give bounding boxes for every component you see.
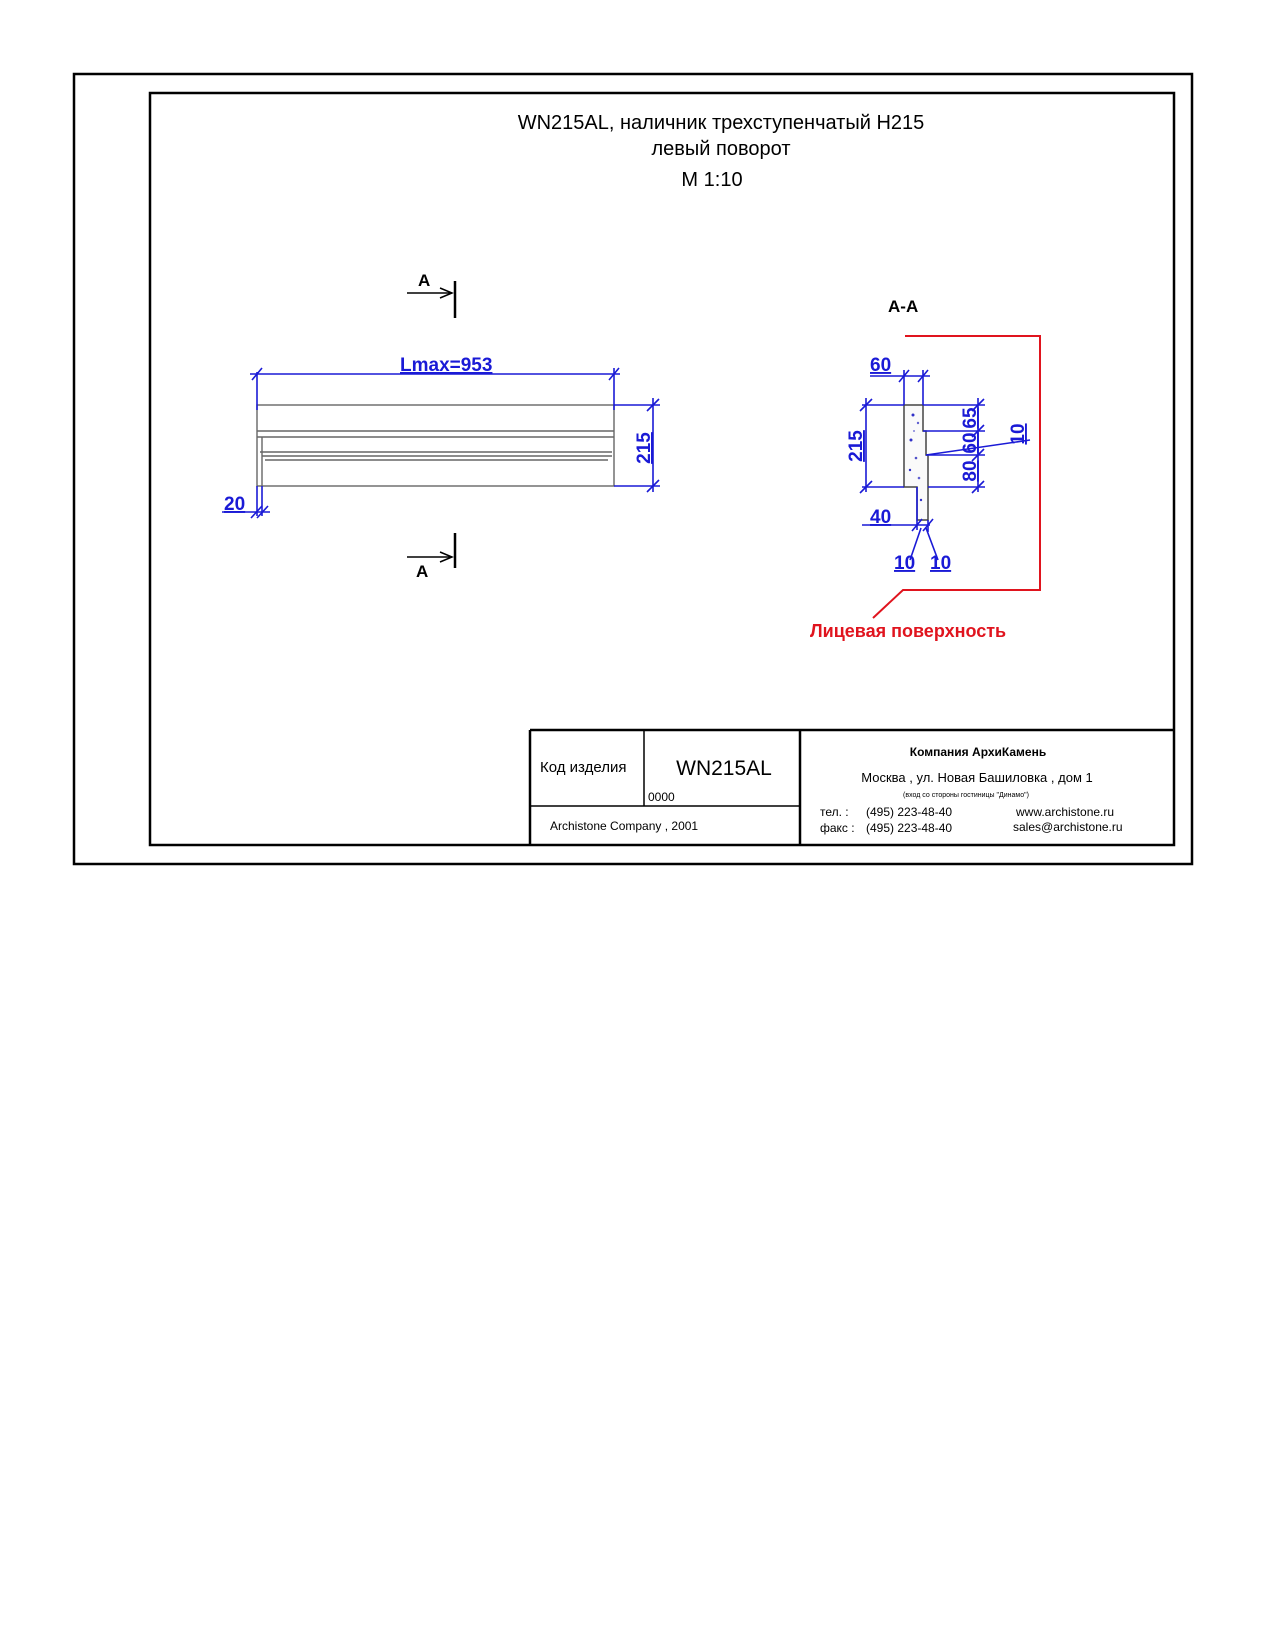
company-name: Компания АрхиКамень [910, 745, 1046, 759]
title-block [528, 728, 1174, 845]
fax-number: (495) 223-48-40 [866, 821, 952, 835]
outer-frame [72, 72, 1194, 866]
inner-frame [148, 91, 1176, 847]
fax-label: факс : [820, 821, 855, 835]
dim-sec-top-width: 60 [870, 355, 891, 376]
website: www.archistone.ru [1015, 805, 1114, 819]
dim-offset-left: 20 [224, 494, 245, 515]
phone-label: тел. : [820, 805, 849, 819]
dim-sec-bottom-10a: 10 [894, 553, 915, 574]
dim-sec-step-60: 60 [960, 432, 981, 453]
dim-sec-step-80: 80 [960, 460, 981, 481]
copyright: Archistone Company , 2001 [550, 819, 698, 833]
face-surface-label: Лицевая поверхность [810, 621, 1006, 641]
section-marker-top-letter: A [418, 271, 430, 290]
drawing-scale: M 1:10 [681, 169, 742, 191]
section-title: A-A [888, 297, 918, 316]
drawing-title-line1: WN215AL, наличник трехступенчатый H215 [518, 112, 925, 134]
email: sales@archistone.ru [1013, 820, 1123, 834]
company-address: Москва , ул. Новая Башиловка , дом 1 [861, 770, 1092, 785]
dim-sec-height: 215 [846, 430, 867, 462]
dim-sec-right-10: 10 [1008, 423, 1029, 444]
section-marker-bottom: A [407, 533, 457, 581]
section-marker-top: A [407, 271, 457, 318]
dim-sec-bottom-10b: 10 [930, 553, 951, 574]
face-surface-marker [872, 335, 1041, 619]
section-profile [903, 404, 929, 521]
front-dimensions [222, 367, 660, 519]
dim-sec-step-65: 65 [960, 407, 981, 429]
phone-number: (495) 223-48-40 [866, 805, 952, 819]
product-code-number: 0000 [648, 790, 675, 804]
dim-sec-bottom-width: 40 [870, 507, 891, 528]
dim-length: Lmax=953 [400, 355, 492, 376]
product-code-label: Код изделия [540, 759, 626, 776]
section-marker-bottom-letter: A [416, 562, 428, 581]
dim-height-front: 215 [634, 432, 655, 464]
section-dimensions [859, 369, 1031, 561]
product-code-value: WN215AL [676, 757, 772, 780]
drawing-title-line2: левый поворот [652, 138, 791, 160]
front-view [256, 404, 615, 487]
company-address-note: (вход со стороны гостиницы "Динамо") [903, 792, 1029, 799]
